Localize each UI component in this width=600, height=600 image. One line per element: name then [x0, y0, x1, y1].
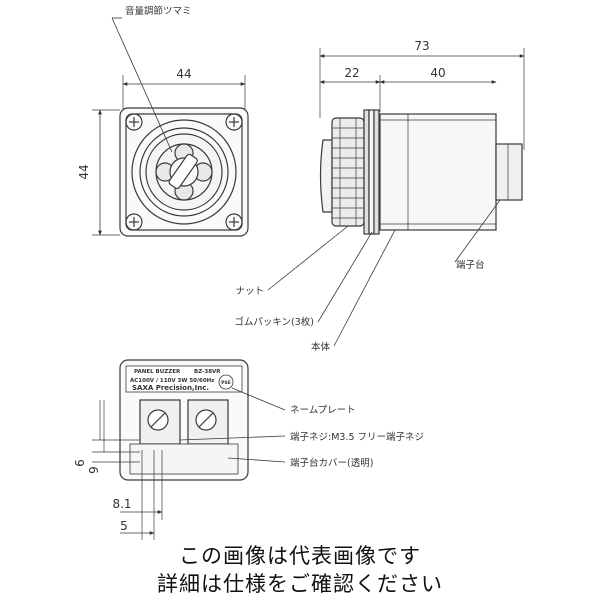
corner-screw-icons [125, 113, 243, 231]
plate-line3: SAXA Precision,Inc. [132, 384, 209, 392]
front-view [92, 17, 249, 237]
plate-pse-mark: PSE [221, 380, 231, 386]
caption-line-2: 詳細は仕様をご確認ください [157, 572, 443, 596]
label-terminal-block: 端子台 [456, 259, 485, 271]
label-nut: ナット [235, 286, 264, 297]
rear-view [92, 359, 286, 540]
plate-line1-left: PANEL BUZZER [134, 369, 181, 375]
dim-rear-8-1: 8.1 [112, 497, 131, 511]
label-terminal-screw: 端子ネジ:M3.5 フリー端子ネジ [290, 431, 424, 443]
label-terminal-cover: 端子台カバー(透明) [290, 457, 373, 469]
dim-front-width: 44 [176, 67, 191, 81]
label-name-plate: ネームプレート [290, 405, 356, 416]
plate-line2: AC100V / 110V 3W 50/60Hz [130, 378, 214, 384]
dim-side-rear: 40 [430, 66, 445, 80]
caption-line-1: この画像は代表画像です [179, 544, 421, 568]
dim-side-total: 73 [414, 39, 429, 53]
dim-side-front: 22 [344, 66, 359, 80]
dim-rear-9: 9 [87, 466, 101, 474]
label-main-body: 本体 [311, 341, 331, 353]
dim-front-height: 44 [77, 164, 91, 179]
plate-line1-right: BZ-38VR [194, 369, 221, 375]
side-view [267, 48, 525, 347]
label-volume-knob: 音量調節ツマミ [125, 5, 192, 17]
dim-rear-6: 6 [73, 459, 87, 467]
dim-rear-5: 5 [120, 519, 128, 533]
label-rubber-packing: ゴムパッキン(3枚) [234, 316, 314, 328]
